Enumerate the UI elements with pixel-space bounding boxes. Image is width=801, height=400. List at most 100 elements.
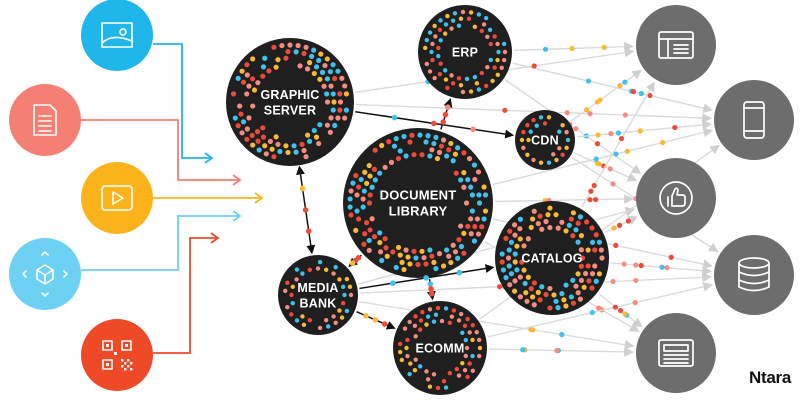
hub-dot [476, 12, 482, 17]
hub-dot [553, 298, 559, 304]
hub-dot [423, 139, 429, 145]
hub-dot [500, 267, 507, 273]
image-icon [101, 22, 133, 48]
mesh-dot [559, 331, 565, 338]
hub-dot [323, 318, 329, 323]
hub-erp: ERP [418, 5, 512, 99]
hub-dot [333, 320, 338, 326]
hub-dot [439, 318, 445, 324]
hub-dot [512, 251, 518, 257]
hub-dot [482, 208, 489, 214]
hub-dot [570, 300, 577, 306]
hub-dot [311, 47, 317, 53]
hub-dot [443, 31, 448, 36]
hub-dot [575, 290, 581, 296]
hub-dot [366, 200, 373, 206]
source-column [9, 0, 153, 391]
hub-dot [470, 322, 476, 328]
hub-dot [512, 278, 518, 284]
hub-dot [464, 76, 470, 82]
hub-dot [492, 34, 497, 39]
hub-dot [501, 41, 507, 47]
mesh-dot [588, 188, 594, 194]
hub-dot [438, 38, 443, 43]
hub-dot [468, 10, 474, 15]
hub-dot [354, 192, 360, 198]
hub-dot [289, 312, 294, 317]
hub-dot [465, 223, 471, 229]
hub-dot [331, 271, 336, 276]
hub-dot [485, 34, 490, 39]
hub-dot [472, 176, 478, 183]
hub-dot [307, 60, 313, 66]
mesh-dot [601, 44, 607, 50]
hub-dot [382, 236, 388, 242]
hub-dot [397, 148, 403, 154]
hub-dot [450, 18, 456, 23]
hub-dot [444, 153, 450, 159]
mesh-dot [584, 107, 590, 113]
hub-dot [436, 45, 441, 51]
hub-dot [440, 137, 447, 143]
hub-dot [330, 62, 336, 68]
hub-dot [331, 99, 337, 105]
hub-dot [446, 147, 452, 153]
hub-dot [249, 132, 255, 139]
hub-dot [275, 57, 281, 63]
hub-dot [458, 243, 465, 250]
hub-dot [407, 139, 413, 145]
hub-dot [547, 205, 553, 211]
hub-dot [461, 184, 467, 190]
hub-dot [507, 228, 513, 234]
smartphone-icon [743, 101, 765, 139]
hub-dot [465, 177, 471, 183]
hub-dot [526, 137, 531, 143]
mesh-dot [594, 141, 601, 147]
hub-dot [460, 9, 466, 15]
hub-dot [560, 152, 565, 157]
hub-dot [301, 322, 307, 328]
hub-dot [437, 27, 443, 32]
hub-dot [456, 373, 462, 378]
hub-dot [485, 65, 490, 70]
mesh-dot [625, 218, 632, 224]
hub-dot [255, 138, 261, 144]
hub-dot [505, 255, 512, 261]
hub-dot [273, 134, 279, 140]
hub-dot [293, 149, 299, 155]
hub-dot [481, 22, 487, 27]
hub-dot [438, 143, 445, 149]
hub-dot [525, 236, 531, 242]
ntara-logo: Ntara [749, 368, 791, 387]
hub-dot [436, 251, 443, 257]
hub-dot [307, 138, 313, 144]
target-circle [714, 80, 794, 160]
hub-dot [294, 277, 299, 282]
hub-dot [589, 271, 596, 277]
hub-dot [339, 75, 345, 81]
hub-dot [564, 129, 569, 135]
hub-dot [446, 253, 452, 259]
mesh-dot [622, 79, 628, 85]
hub-label: SERVER [264, 103, 316, 117]
hub-dot [287, 42, 293, 48]
hub-dot [528, 129, 533, 134]
mesh-dot [587, 111, 593, 117]
hub-dot [476, 192, 482, 198]
hub-dot [462, 323, 468, 328]
hub-dot [318, 51, 324, 57]
source-circle [9, 238, 81, 310]
hub-dot [474, 330, 479, 335]
hub-dot [521, 145, 526, 151]
hub-dot [285, 280, 290, 286]
hub-dot [455, 145, 461, 151]
hub-dot [450, 242, 456, 248]
hub-dot [531, 117, 536, 123]
hub-dot [325, 324, 331, 329]
hub-dot [398, 341, 403, 347]
hub-dot [411, 248, 417, 254]
hub-dot [456, 76, 462, 81]
hub-dot [427, 153, 433, 159]
hub-dot [456, 237, 462, 243]
